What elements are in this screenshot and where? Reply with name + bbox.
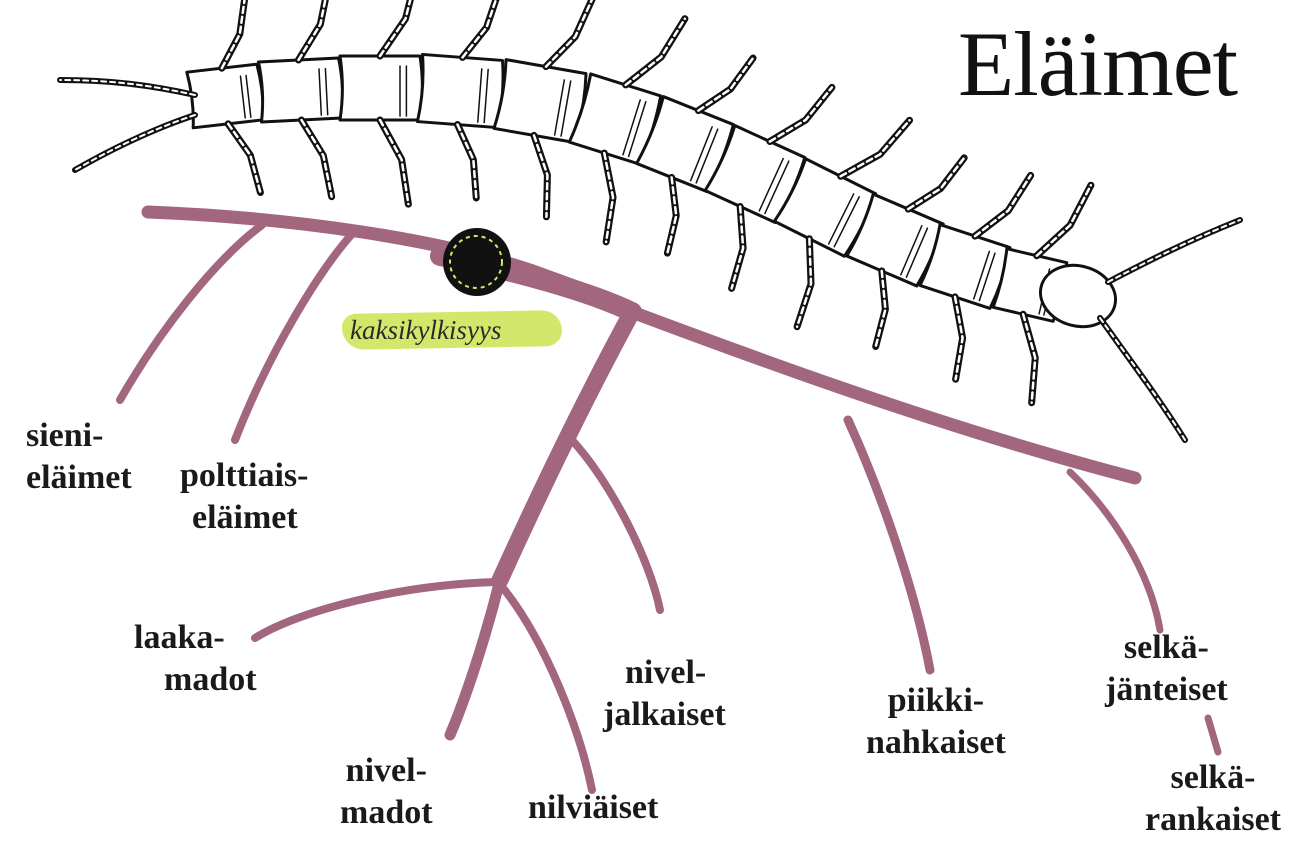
label-piikkinahkaiset: piikki- nahkaiset: [866, 680, 1006, 764]
page-title: Eläimet: [958, 18, 1237, 110]
label-niveljalkaiset: nivel- jalkaiset: [603, 652, 726, 736]
label-selkarankaiset: selkä- rankaiset: [1145, 757, 1281, 841]
label-nivelmadot: nivel- madot: [340, 750, 433, 834]
branch-piikkinahkaiset: [848, 420, 930, 670]
branch-selkajanteiset: [1070, 472, 1160, 630]
label-laakamadot: laaka- madot: [134, 617, 257, 701]
highlight-label: kaksikylkisyys: [350, 312, 501, 348]
branch-down-lower: [450, 580, 500, 735]
branch-niveljalkaiset: [570, 438, 660, 610]
label-sienielaimet: sieni- eläimet: [26, 415, 132, 499]
branch-selkarankaiset: [1208, 718, 1218, 752]
branch-protostomes: [500, 312, 632, 580]
branch-sienielaimet: [120, 225, 262, 400]
branch-polttiaiselaimet: [235, 234, 352, 440]
branch-trunk: [148, 212, 1135, 478]
branch-nilviaiset: [503, 588, 592, 790]
node-dot: [443, 228, 511, 296]
branch-laakamadot: [255, 582, 495, 638]
label-nilviaiset: nilviäiset: [528, 787, 658, 829]
label-selkajanteiset: selkä- jänteiset: [1105, 627, 1228, 711]
label-polttiaiselaimet: polttiais- eläimet: [180, 455, 308, 539]
